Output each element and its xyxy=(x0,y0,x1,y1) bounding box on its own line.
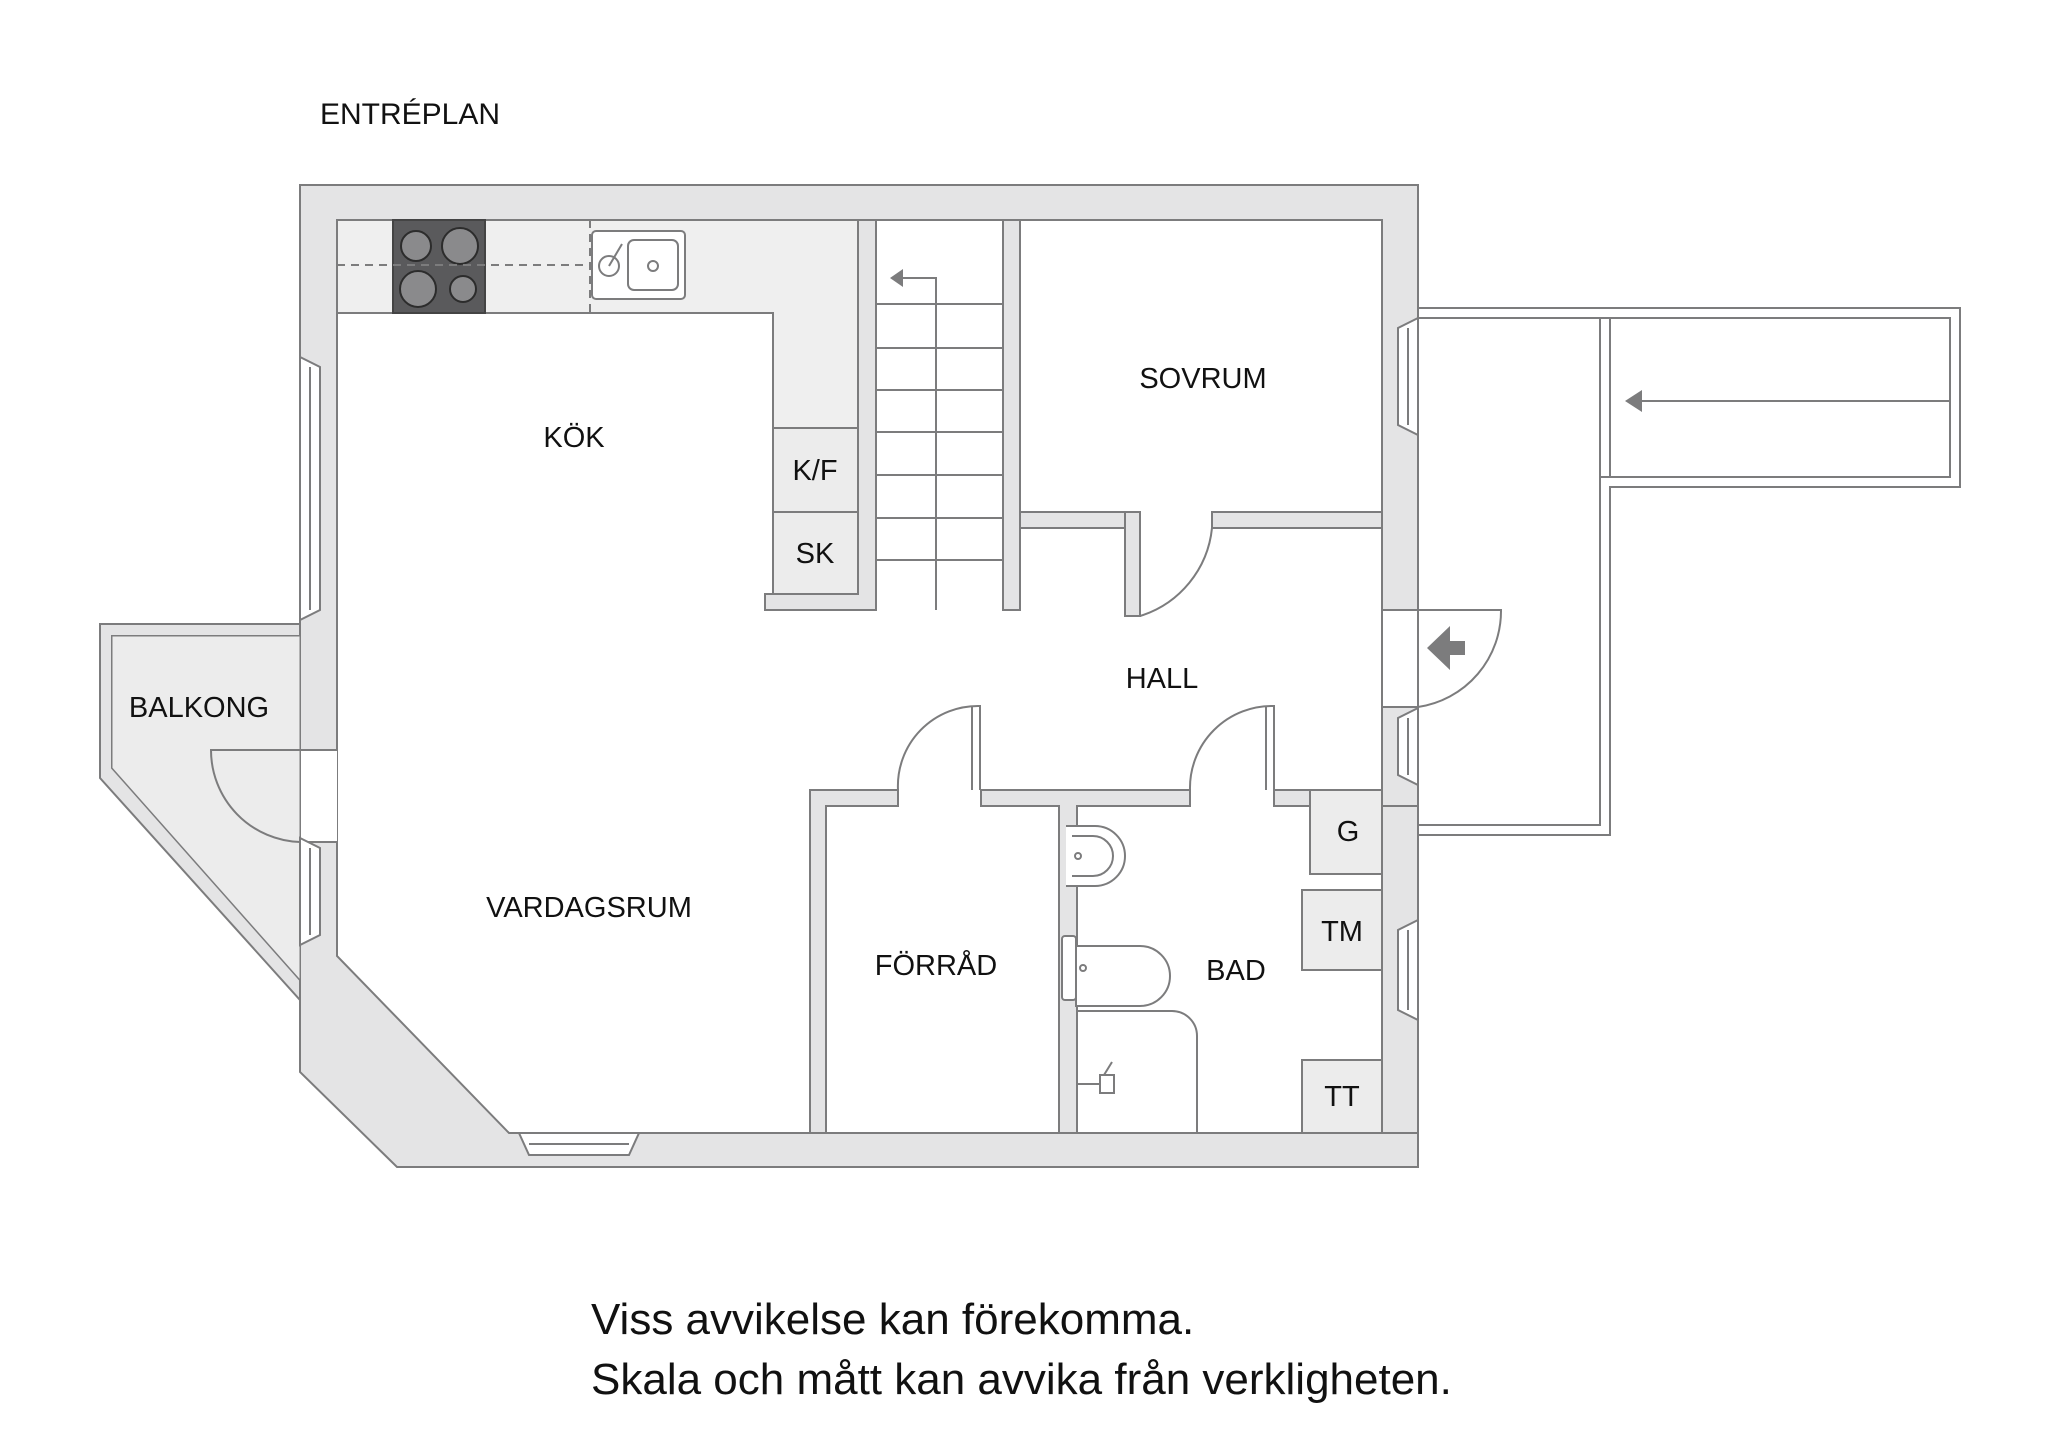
room-label-vardagsrum: VARDAGSRUM xyxy=(486,892,692,924)
window xyxy=(299,355,321,622)
room-label-sovrum: SOVRUM xyxy=(1139,363,1266,395)
entrance-door xyxy=(1417,609,1503,708)
entrance-opening xyxy=(1383,610,1417,707)
window xyxy=(1397,918,1419,1022)
cabinet-g xyxy=(1309,789,1383,875)
bedroom-door xyxy=(1139,527,1213,617)
toilet-icon xyxy=(1061,935,1171,1007)
walkway-arrow-icon xyxy=(1625,390,1642,412)
washbasin-icon xyxy=(1066,825,1126,887)
sink-icon xyxy=(591,230,686,300)
window xyxy=(517,1132,641,1156)
disclaimer-line-2: Skala och mått kan avvika från verklighe… xyxy=(591,1355,1452,1404)
burner-icon xyxy=(399,270,437,308)
bath-door xyxy=(1188,704,1275,791)
storage-walls xyxy=(980,789,1191,1134)
cabinet-tt xyxy=(1301,1059,1383,1134)
shower-head-icon xyxy=(1077,1061,1115,1094)
room-label-tm: TM xyxy=(1321,916,1363,948)
balcony-door xyxy=(209,749,301,843)
room-label-hall: HALL xyxy=(1126,663,1199,695)
room-label-balkong: BALKONG xyxy=(129,692,269,724)
balcony-floor xyxy=(111,635,301,982)
plan-title: ENTRÉPLAN xyxy=(320,98,500,131)
burner-icon xyxy=(441,227,479,265)
room-label-kok: KÖK xyxy=(543,422,605,454)
room-label-tt: TT xyxy=(1324,1081,1360,1113)
burner-icon xyxy=(400,230,432,262)
walkway xyxy=(1418,307,1961,836)
bedroom-wall xyxy=(1211,511,1383,529)
stairs xyxy=(876,269,1003,610)
window xyxy=(299,836,321,947)
room-label-g: G xyxy=(1337,816,1360,848)
room-label-kf: K/F xyxy=(792,455,837,487)
window xyxy=(1397,706,1419,787)
room-label-bad: BAD xyxy=(1206,955,1266,987)
stair-wall-right xyxy=(1002,219,1021,611)
storage-door xyxy=(896,704,981,791)
shower-area xyxy=(1077,1010,1198,1133)
window xyxy=(1397,316,1419,437)
entrance-arrow-icon xyxy=(1427,626,1465,670)
balcony-opening xyxy=(301,750,337,842)
disclaimer-line-1: Viss avvikelse kan förekomma. xyxy=(591,1295,1194,1344)
room-label-forrad: FÖRRÅD xyxy=(875,949,997,982)
stair-arrow-icon xyxy=(890,269,903,287)
room-label-sk: SK xyxy=(796,538,835,570)
cabinet-tm xyxy=(1301,889,1383,971)
burner-icon xyxy=(449,275,477,303)
bedroom-wall xyxy=(1019,511,1126,529)
bedroom-jamb xyxy=(1124,511,1141,617)
stair-wall-left xyxy=(764,219,877,611)
